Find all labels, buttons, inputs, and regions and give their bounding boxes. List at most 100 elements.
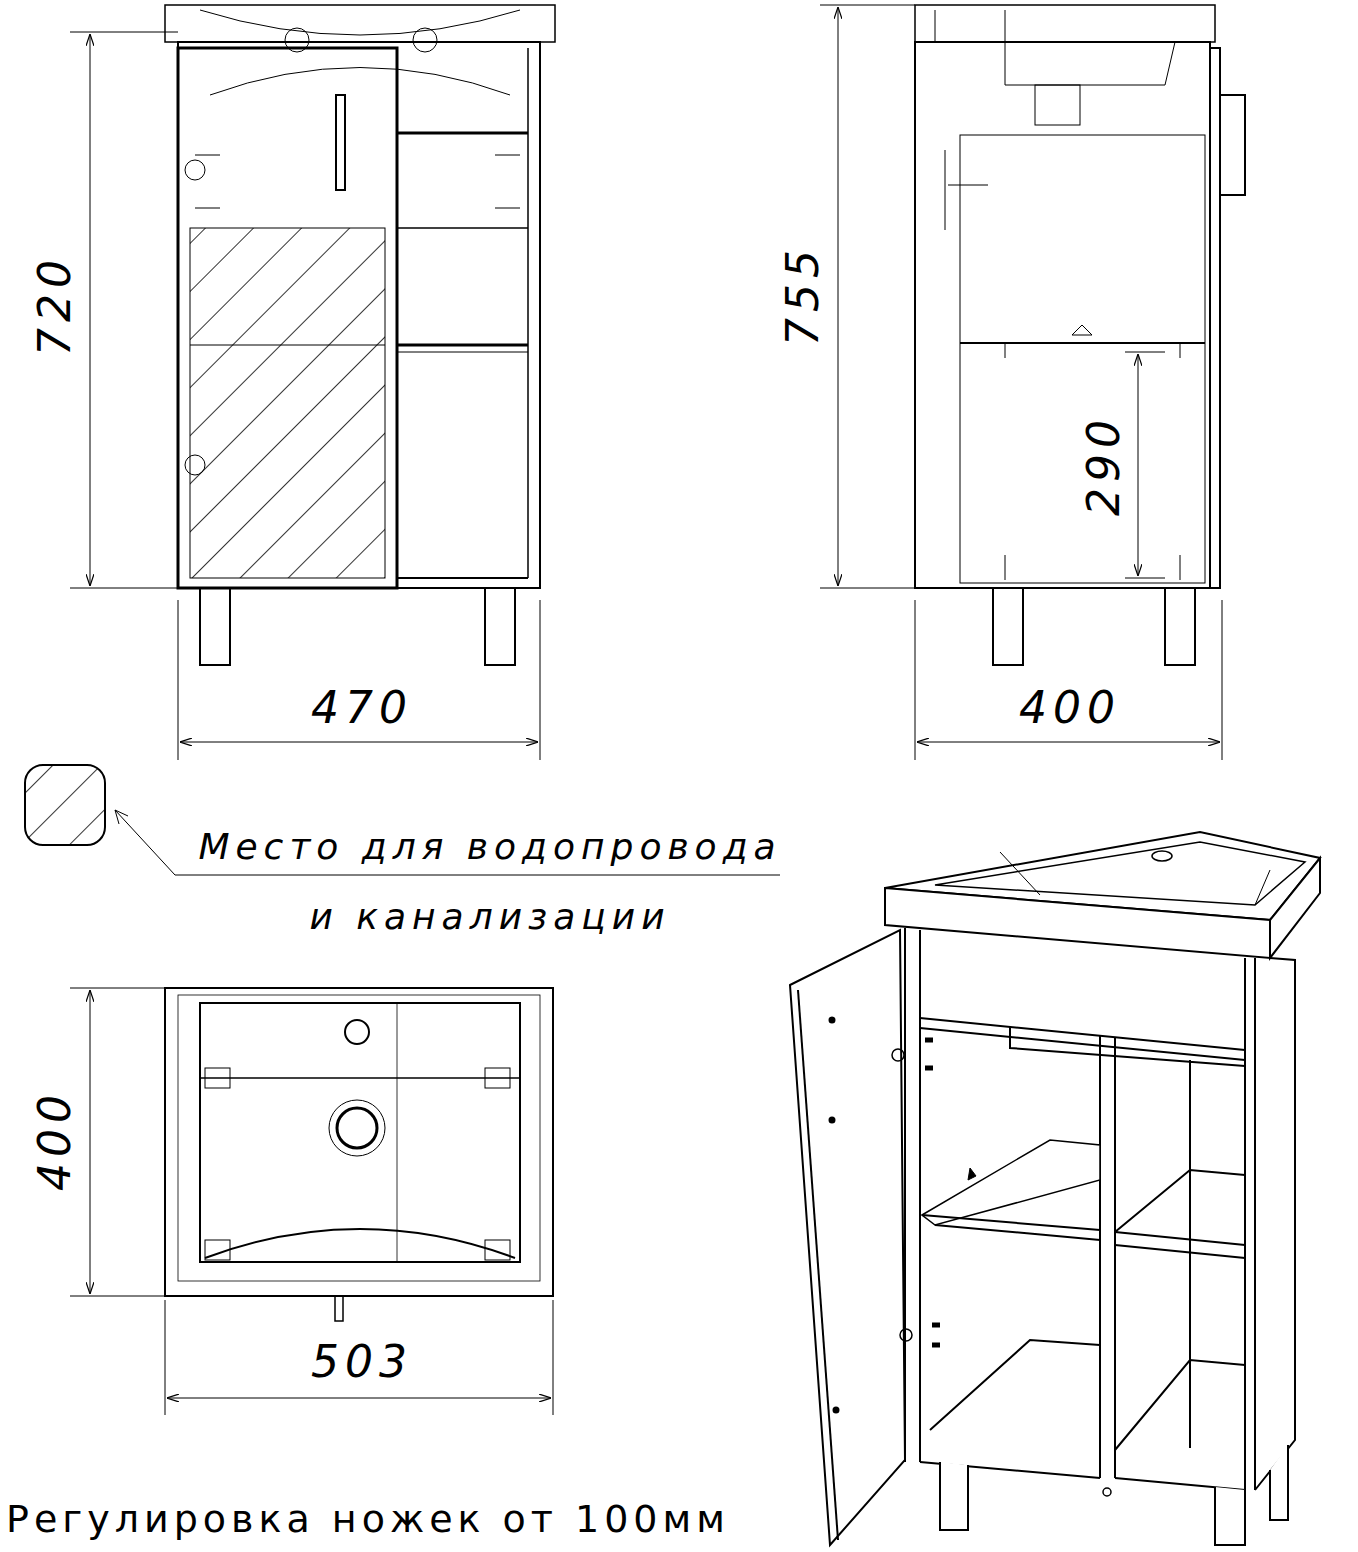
top-view (345, 1020, 369, 1044)
side-view (1005, 343, 1180, 580)
front-view (485, 588, 515, 665)
top-view (329, 1100, 385, 1156)
dimension-line (820, 5, 1222, 760)
top-view (397, 1003, 398, 1262)
isometric-view (1010, 1026, 1245, 1448)
side-view (1210, 48, 1220, 588)
isometric-view (1255, 958, 1295, 1490)
hatch-sample (115, 810, 128, 824)
side-view (993, 588, 1023, 665)
front-view (190, 345, 385, 346)
adjustment-note: Регулировка ножек от 100мм (6, 1500, 730, 1538)
front-view (397, 352, 528, 353)
dimension-value: 503 (307, 1338, 417, 1386)
isometric-view (834, 1408, 839, 1413)
isometric-view (1100, 1035, 1115, 1478)
dimension-value: 470 (307, 684, 417, 732)
front-view (397, 227, 528, 229)
front-view (413, 28, 437, 52)
dimension-line (820, 5, 915, 588)
dimension-line (1138, 354, 1139, 576)
isometric-view (1152, 851, 1172, 861)
top-view (165, 988, 553, 1296)
front-view (200, 10, 520, 35)
dimension-line (70, 988, 165, 1296)
dimension-value: 400 (1015, 684, 1125, 732)
isometric-view (1000, 852, 1270, 905)
front-view (210, 68, 510, 96)
isometric-view (885, 888, 1270, 958)
front-view (190, 228, 385, 578)
dimension-line (167, 1398, 551, 1399)
top-view (485, 1240, 510, 1260)
front-view (165, 5, 555, 665)
side-view (915, 5, 1215, 42)
legend-note: Место для водопровода и канализации (180, 812, 800, 952)
front-view (200, 588, 230, 665)
hatch-sample (25, 765, 105, 845)
isometric-view (798, 990, 838, 1540)
dimension-value: 290 (1080, 410, 1128, 520)
side-view (915, 42, 1210, 588)
dimension-line (70, 988, 553, 1415)
side-view (915, 5, 1245, 665)
top-view (178, 995, 540, 1281)
front-view (527, 48, 529, 578)
side-view (1165, 588, 1195, 665)
side-view (935, 10, 1175, 85)
front-view (185, 160, 205, 180)
side-view (945, 150, 1092, 335)
dimension-line (180, 742, 538, 743)
top-view (335, 1296, 343, 1321)
isometric-view (830, 1018, 835, 1023)
top-view (200, 1003, 520, 1262)
dimension-value: 400 (31, 1085, 79, 1195)
front-view (397, 577, 528, 579)
dimension-line (917, 742, 1220, 743)
isometric-view (1103, 1488, 1111, 1496)
top-view (205, 1240, 230, 1260)
isometric-view (790, 930, 905, 1545)
front-view (397, 132, 528, 135)
side-view (960, 135, 1205, 583)
dimension-value: 720 (31, 250, 79, 360)
front-view (397, 344, 528, 347)
isometric-view (968, 1168, 976, 1180)
front-view (185, 455, 205, 475)
side-view (1220, 95, 1245, 195)
front-view (336, 95, 345, 190)
isometric-view (905, 928, 1255, 1490)
isometric-view (922, 1140, 1100, 1225)
top-view (200, 1077, 520, 1079)
isometric-view (935, 842, 1305, 905)
top-view (165, 988, 553, 1321)
dimension-line (165, 1300, 553, 1415)
isometric-view (892, 1049, 904, 1061)
isometric-view (1270, 858, 1320, 958)
front-view (178, 42, 540, 588)
top-view (205, 1068, 230, 1088)
isometric-view (940, 1445, 1288, 1545)
top-view (205, 1229, 515, 1258)
front-view (178, 48, 397, 588)
dimension-line (90, 34, 91, 586)
dimension-line (1125, 352, 1165, 578)
front-view (165, 5, 555, 42)
dimension-line (178, 600, 540, 760)
isometric-view (830, 1118, 835, 1123)
top-view (485, 1068, 510, 1088)
front-view (195, 155, 520, 208)
dimension-line (90, 990, 91, 1294)
isometric-view (925, 1040, 940, 1345)
dimension-line (70, 32, 178, 588)
isometric-view (790, 832, 1320, 1545)
dimension-line (915, 600, 1222, 760)
isometric-view (922, 1170, 1245, 1258)
dimension-line (70, 32, 540, 760)
dimension-line (838, 7, 839, 586)
dimension-value: 755 (779, 240, 827, 350)
top-view (337, 1108, 377, 1148)
side-view (1035, 85, 1080, 125)
